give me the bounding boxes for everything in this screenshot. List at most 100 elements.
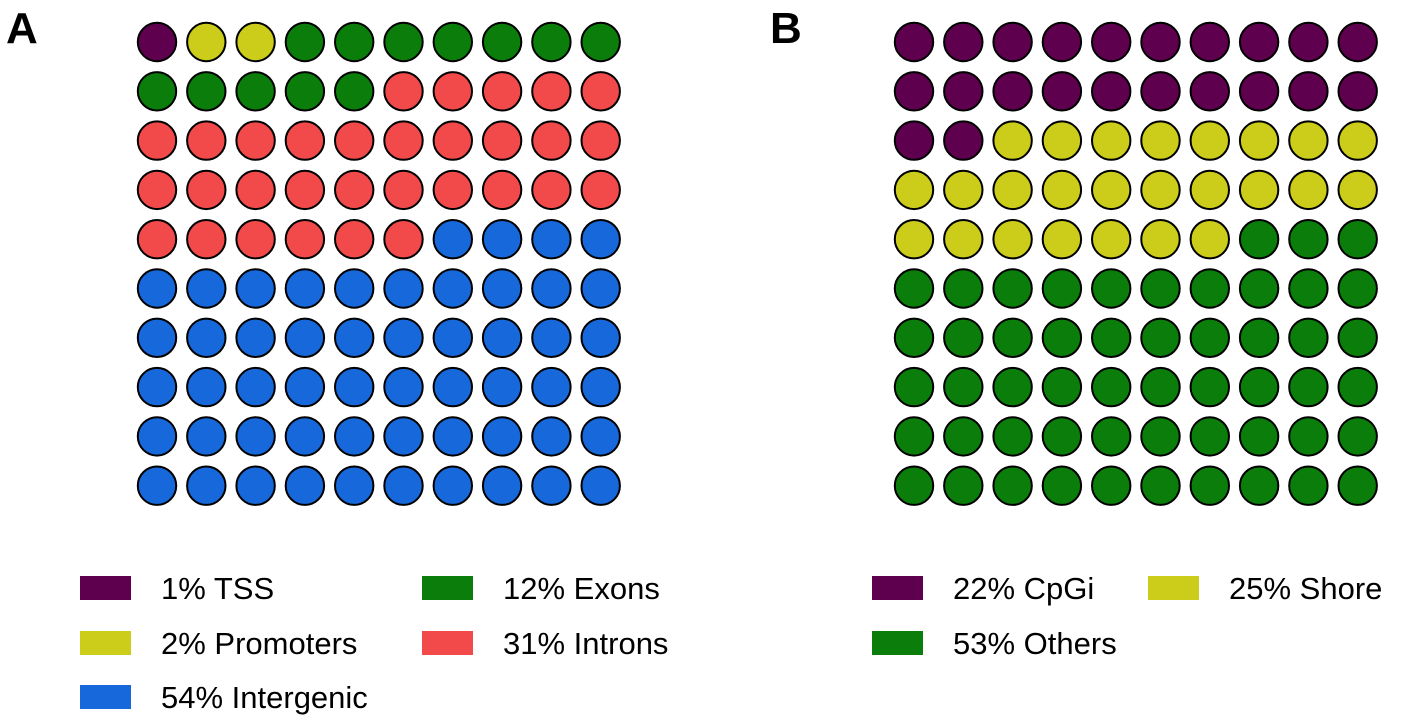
waffle-cell-others <box>1238 416 1280 457</box>
waffle-cell-others <box>1337 268 1378 309</box>
waffle-cell-intergenic <box>235 465 276 506</box>
waffle-cell-introns <box>136 120 178 161</box>
waffle-cell-intergenic <box>186 465 227 506</box>
waffle-cell-others <box>1238 219 1280 260</box>
waffle-cell-intergenic <box>186 416 227 457</box>
waffle-cell-others <box>943 465 984 506</box>
waffle-cell-introns <box>481 120 523 161</box>
waffle-cell-others <box>893 268 935 309</box>
waffle-cell-others <box>1238 317 1280 358</box>
legend-label-others: 53% Others <box>953 626 1117 661</box>
waffle-cell-shore <box>1238 169 1280 211</box>
waffle-cell-others <box>943 268 984 309</box>
waffle-cell-shore <box>992 120 1033 161</box>
waffle-cell-introns <box>432 120 473 161</box>
waffle-cell-introns <box>186 120 227 161</box>
waffle-cell-intergenic <box>383 465 424 506</box>
waffle-cell-others <box>1091 366 1132 408</box>
waffle-cell-intergenic <box>580 465 621 506</box>
waffle-cell-intergenic <box>136 465 178 506</box>
legend-swatch-shore <box>1148 576 1199 600</box>
legend-item-intergenic: 54% Intergenic <box>80 680 368 715</box>
waffle-cell-exons <box>186 71 227 112</box>
waffle-cell-intergenic <box>284 416 326 457</box>
waffle-cell-others <box>1091 268 1132 309</box>
waffle-cell-others <box>1288 366 1329 408</box>
waffle-cell-others <box>992 268 1033 309</box>
waffle-cell-tss <box>136 21 178 63</box>
waffle-cell-intergenic <box>334 416 375 457</box>
waffle-cell-intergenic <box>531 465 572 506</box>
waffle-grid-a <box>136 21 621 506</box>
waffle-cell-cpgi <box>893 21 935 63</box>
waffle-cell-shore <box>893 219 935 260</box>
legend-label-tss: 1% TSS <box>161 571 274 606</box>
waffle-cell-introns <box>432 71 473 112</box>
waffle-cell-others <box>1337 465 1378 506</box>
waffle-cell-intergenic <box>580 416 621 457</box>
waffle-cell-others <box>1337 366 1378 408</box>
waffle-cell-shore <box>943 169 984 211</box>
waffle-cell-cpgi <box>1238 71 1280 112</box>
waffle-cell-shore <box>1041 169 1083 211</box>
waffle-cell-others <box>1288 416 1329 457</box>
waffle-cell-intergenic <box>383 317 424 358</box>
waffle-cell-introns <box>383 169 424 211</box>
waffle-cell-others <box>1189 366 1231 408</box>
waffle-cell-others <box>1091 317 1132 358</box>
waffle-cell-introns <box>136 219 178 260</box>
waffle-cell-promoters <box>186 21 227 63</box>
waffle-cell-others <box>1140 416 1181 457</box>
legend-label-shore: 25% Shore <box>1229 571 1382 606</box>
waffle-cell-introns <box>235 120 276 161</box>
waffle-cell-cpgi <box>893 120 935 161</box>
waffle-cell-intergenic <box>284 268 326 309</box>
waffle-cell-others <box>1337 416 1378 457</box>
waffle-cell-shore <box>1288 120 1329 161</box>
waffle-cell-exons <box>481 21 523 63</box>
waffle-cell-introns <box>334 169 375 211</box>
waffle-cell-intergenic <box>235 366 276 408</box>
waffle-cell-introns <box>481 71 523 112</box>
waffle-cell-shore <box>1189 219 1231 260</box>
waffle-cell-others <box>1041 366 1083 408</box>
waffle-cell-others <box>1288 465 1329 506</box>
waffle-cell-shore <box>1140 219 1181 260</box>
waffle-cell-exons <box>284 21 326 63</box>
legend-item-promoters: 2% Promoters <box>80 626 357 661</box>
legend-label-exons: 12% Exons <box>503 571 660 606</box>
waffle-cell-cpgi <box>943 71 984 112</box>
waffle-cell-cpgi <box>1091 71 1132 112</box>
waffle-cell-introns <box>383 219 424 260</box>
waffle-cell-introns <box>186 219 227 260</box>
waffle-cell-others <box>992 465 1033 506</box>
waffle-cell-cpgi <box>992 71 1033 112</box>
waffle-cell-shore <box>1091 120 1132 161</box>
waffle-cell-intergenic <box>235 268 276 309</box>
waffle-cell-exons <box>334 71 375 112</box>
waffle-cell-shore <box>992 169 1033 211</box>
waffle-cell-exons <box>136 71 178 112</box>
legend-item-exons: 12% Exons <box>422 571 660 606</box>
waffle-cell-intergenic <box>284 465 326 506</box>
waffle-cell-intergenic <box>481 366 523 408</box>
legend-swatch-cpgi <box>872 576 923 600</box>
waffle-cell-shore <box>1189 169 1231 211</box>
waffle-cell-exons <box>235 71 276 112</box>
waffle-cell-introns <box>284 120 326 161</box>
waffle-cell-others <box>992 317 1033 358</box>
waffle-cell-promoters <box>235 21 276 63</box>
waffle-cell-others <box>1238 465 1280 506</box>
waffle-cell-others <box>943 416 984 457</box>
waffle-cell-others <box>1140 366 1181 408</box>
waffle-cell-intergenic <box>334 317 375 358</box>
waffle-cell-others <box>1238 268 1280 309</box>
waffle-cell-shore <box>1041 219 1083 260</box>
waffle-cell-intergenic <box>136 317 178 358</box>
waffle-cell-intergenic <box>481 465 523 506</box>
waffle-cell-intergenic <box>580 219 621 260</box>
